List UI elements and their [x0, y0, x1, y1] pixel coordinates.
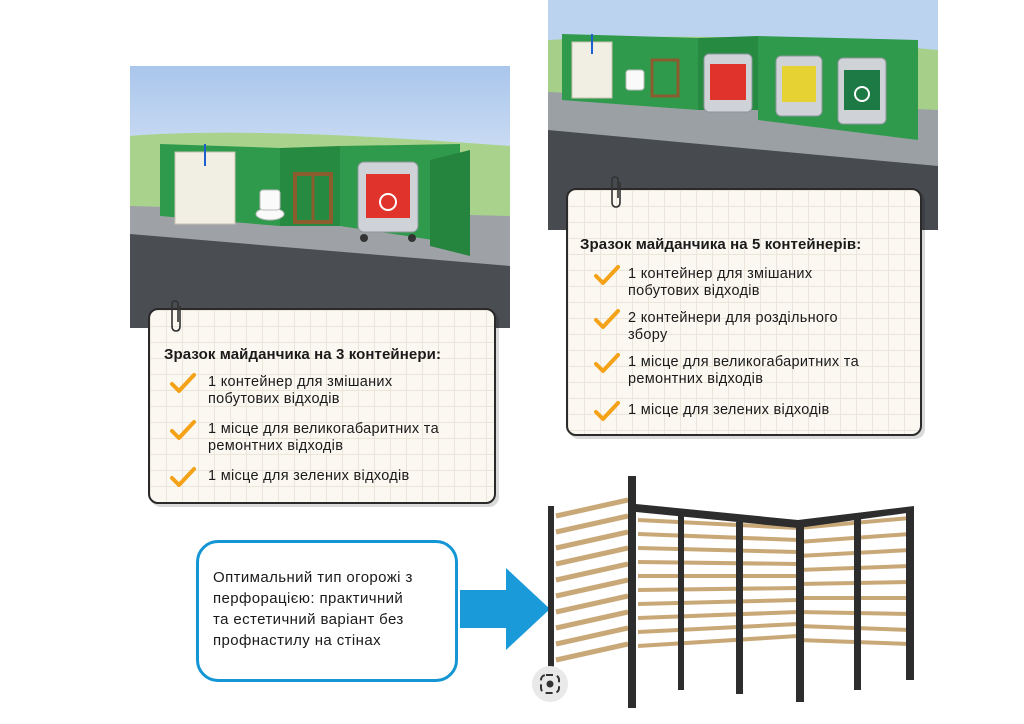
check-icon — [594, 353, 620, 373]
callout-line: профнастилу на стінах — [213, 632, 381, 649]
item-line: 1 контейнер для змішаних — [628, 266, 813, 282]
image-search-button[interactable] — [532, 666, 568, 702]
arrow-right-icon — [460, 568, 550, 650]
perforated-fence-image — [548, 476, 920, 714]
item-line: побутових відходів — [208, 391, 340, 407]
card-five-containers: Зразок майданчика на 5 контейнерів: 1 ко… — [566, 176, 922, 436]
check-icon — [594, 401, 620, 421]
item-line: 1 місце для великогабаритних та — [628, 354, 859, 370]
card-three-containers: Зразок майданчика на 3 контейнери: 1 кон… — [148, 300, 496, 504]
callout-line: та естетичний варіант без — [213, 611, 404, 628]
list-item: 1 контейнер для змішаних побутових відхо… — [594, 265, 813, 300]
list-item: 2 контейнери для роздільного збору — [594, 309, 838, 344]
image-search-icon — [540, 674, 560, 694]
callout-line: перфорацією: практичний — [213, 590, 404, 607]
item-line: ремонтних відходів — [628, 371, 764, 387]
item-line: 2 контейнери для роздільного — [628, 310, 838, 326]
item-line: 1 місце для великогабаритних та — [208, 421, 439, 437]
item-line: ремонтних відходів — [208, 438, 344, 454]
card-five-title: Зразок майданчика на 5 контейнерів: — [580, 236, 862, 253]
check-icon — [170, 467, 196, 487]
check-icon — [170, 420, 196, 440]
fence-callout: Оптимальний тип огорожі з перфорацією: п… — [196, 540, 458, 682]
check-icon — [594, 265, 620, 285]
list-item: 1 місце для великогабаритних та ремонтни… — [170, 420, 439, 455]
list-item: 1 контейнер для змішаних побутових відхо… — [170, 373, 393, 408]
card-three-title: Зразок майданчика на 3 контейнери: — [164, 346, 442, 363]
item-line: 1 місце для зелених відходів — [628, 402, 830, 418]
item-line: 1 контейнер для змішаних — [208, 374, 393, 390]
list-item: 1 місце для зелених відходів — [594, 401, 830, 421]
list-item: 1 місце для зелених відходів — [170, 467, 410, 487]
paperclip-icon — [611, 176, 621, 208]
site-3-containers-image — [130, 66, 510, 328]
callout-line: Оптимальний тип огорожі з — [213, 569, 413, 586]
list-item: 1 місце для великогабаритних та ремонтни… — [594, 353, 859, 388]
item-line: побутових відходів — [628, 283, 760, 299]
paperclip-icon — [171, 300, 181, 332]
site-5-containers-image — [548, 0, 938, 230]
item-line: збору — [628, 327, 668, 343]
item-line: 1 місце для зелених відходів — [208, 468, 410, 484]
check-icon — [594, 309, 620, 329]
check-icon — [170, 373, 196, 393]
